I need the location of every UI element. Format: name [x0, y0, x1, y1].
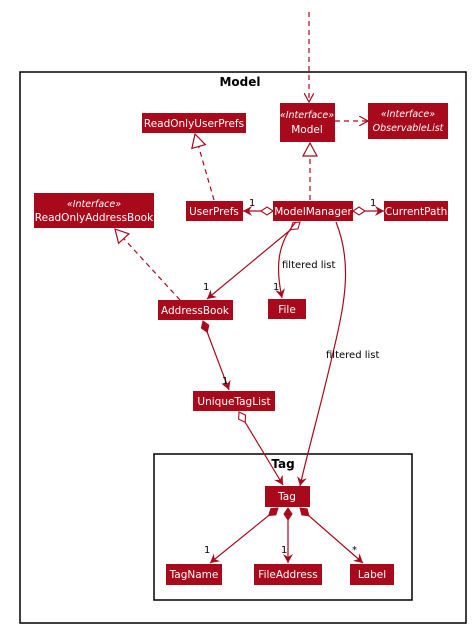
- edge-addressbook-realizes-readonlyaddressbook: [114, 228, 181, 301]
- class-readonlyaddressbook[interactable]: «Interface» ReadOnlyAddressBook: [34, 193, 154, 228]
- edge-userprefs-realizes-readonlyuserprefs: [191, 132, 215, 201]
- class-userprefs-label: UserPrefs: [189, 206, 239, 218]
- edge-label-filtered-list-tag: filtered list: [326, 350, 379, 361]
- annotations: filtered list filtered list 1 1 1 1 1 1 …: [203, 198, 379, 556]
- tag-package-title: Tag: [271, 457, 294, 471]
- class-file-label: File: [278, 304, 296, 316]
- class-addressbook[interactable]: AddressBook: [158, 300, 233, 320]
- class-fileaddress[interactable]: FileAddress: [254, 564, 322, 585]
- class-uniquetaglist[interactable]: UniqueTagList: [193, 391, 275, 411]
- class-label[interactable]: Label: [350, 564, 394, 585]
- class-addressbook-label: AddressBook: [161, 305, 230, 317]
- class-currentpath-label: CurrentPath: [385, 206, 448, 218]
- class-tagname[interactable]: TagName: [166, 564, 222, 585]
- multiplicity-currentpath: 1: [370, 198, 376, 209]
- class-readonlyaddressbook-label: ReadOnlyAddressBook: [35, 212, 154, 224]
- edge-modelmanager-addressbook: [206, 221, 301, 300]
- class-tag[interactable]: Tag: [265, 486, 310, 507]
- class-modelmanager-label: ModelManager: [274, 206, 352, 218]
- class-model-label: Model: [291, 124, 323, 136]
- class-file[interactable]: File: [268, 299, 306, 319]
- multiplicity-tagname: 1: [204, 545, 210, 556]
- class-tag-label: Tag: [277, 491, 296, 503]
- multiplicity-label: *: [352, 545, 357, 556]
- multiplicity-userprefs: 1: [249, 198, 255, 209]
- edge-modelmanager-file: [275, 221, 297, 299]
- class-observablelist-stereotype: «Interface»: [381, 109, 435, 120]
- class-userprefs[interactable]: UserPrefs: [186, 201, 243, 221]
- class-readonlyaddressbook-stereotype: «Interface»: [67, 199, 121, 210]
- edge-tag-label: [299, 507, 364, 564]
- edge-addressbook-uniquetaglist: [200, 320, 231, 391]
- multiplicity-file: 1: [273, 282, 279, 293]
- class-uniquetaglist-label: UniqueTagList: [197, 396, 270, 408]
- class-readonlyuserprefs-label: ReadOnlyUserPrefs: [144, 118, 244, 130]
- class-tagname-label: TagName: [169, 569, 219, 581]
- multiplicity-fileaddress: 1: [281, 545, 287, 556]
- class-fileaddress-label: FileAddress: [258, 569, 317, 581]
- multiplicity-addressbook: 1: [203, 282, 209, 293]
- class-model[interactable]: «Interface» Model: [280, 103, 335, 142]
- class-readonlyuserprefs[interactable]: ReadOnlyUserPrefs: [142, 113, 246, 133]
- class-label-label: Label: [358, 569, 386, 581]
- edge-tag-tagname: [209, 507, 279, 564]
- edges: [114, 12, 384, 564]
- class-modelmanager[interactable]: ModelManager: [273, 201, 353, 221]
- class-currentpath[interactable]: CurrentPath: [384, 201, 448, 221]
- edge-uniquetaglist-tag: [238, 411, 284, 486]
- edge-label-filtered-list-file: filtered list: [282, 260, 335, 271]
- multiplicity-uniquetaglist: 1: [222, 376, 228, 387]
- model-package: Model: [19, 71, 467, 624]
- class-observablelist-label: ObservableList: [373, 123, 445, 134]
- model-package-title: Model: [219, 75, 260, 89]
- class-model-stereotype: «Interface»: [280, 110, 334, 121]
- class-observablelist[interactable]: «Interface» ObservableList: [368, 103, 448, 139]
- edge-modelmanager-tag: [297, 221, 347, 487]
